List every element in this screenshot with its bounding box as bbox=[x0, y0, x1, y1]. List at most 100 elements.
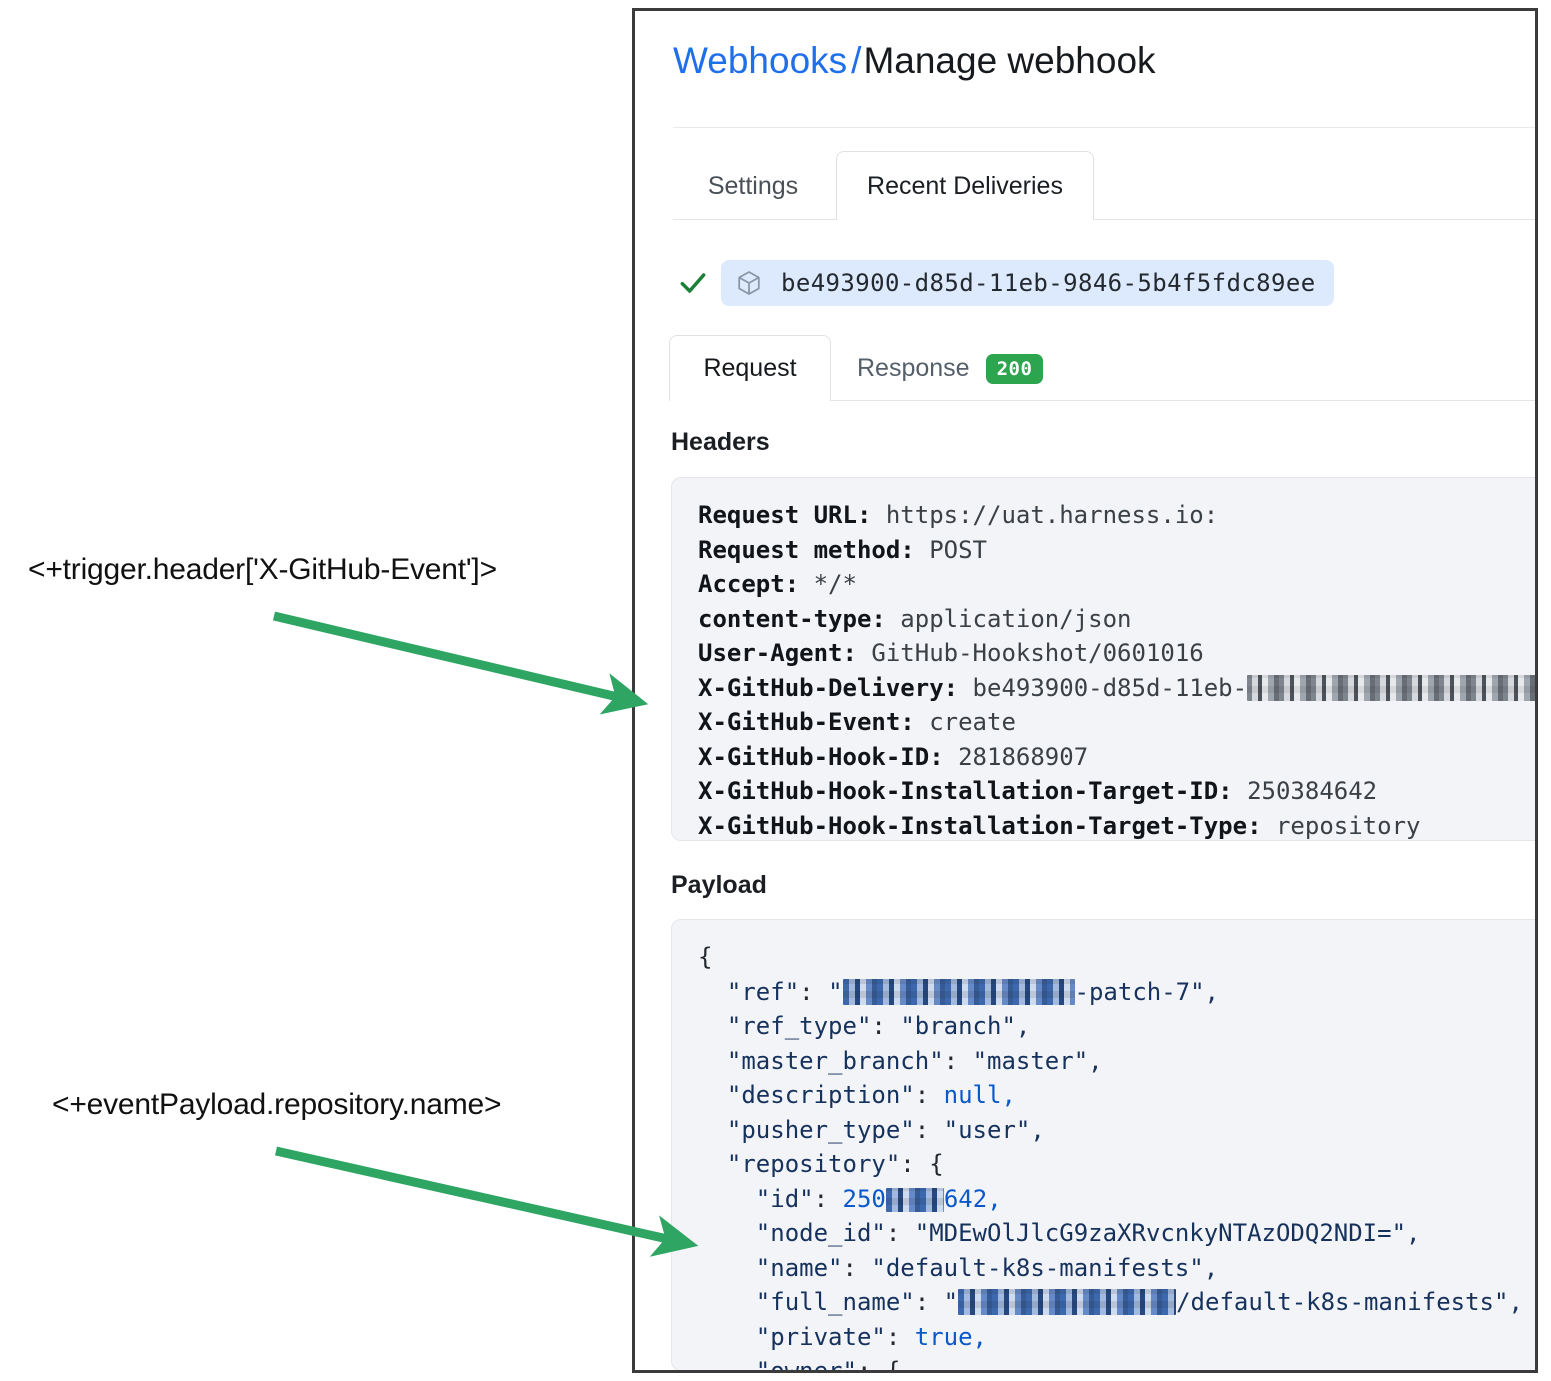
header-line: X-GitHub-Delivery: be493900-d85d-11eb- bbox=[698, 671, 1535, 706]
header-line: Accept: */* bbox=[698, 567, 1535, 602]
payload-line: "name": "default-k8s-manifests", bbox=[755, 1253, 1219, 1282]
payload-key: "master_branch" bbox=[726, 1046, 944, 1075]
payload-key: "full_name" bbox=[755, 1288, 915, 1316]
tab-recent-deliveries[interactable]: Recent Deliveries bbox=[836, 151, 1094, 221]
header-value: application/json bbox=[900, 604, 1132, 633]
status-badge: 200 bbox=[985, 353, 1044, 384]
annotation-arrow-trigger-header bbox=[272, 611, 649, 715]
breadcrumb: Webhooks/Manage webhook bbox=[673, 39, 1156, 83]
payload-code-box: { "ref": "-patch-7", "ref_type": "branch… bbox=[671, 919, 1535, 1371]
header-line: X-GitHub-Event: create bbox=[698, 705, 1535, 740]
redacted-username bbox=[842, 978, 1075, 1005]
header-key: Request URL: bbox=[698, 501, 872, 529]
header-key: X-GitHub-Hook-Installation-Target-ID: bbox=[698, 777, 1233, 805]
redacted-delivery-id bbox=[1247, 674, 1535, 701]
request-response-tabbar: Request Response 200 bbox=[669, 335, 1535, 402]
payload-line: { bbox=[698, 940, 1535, 975]
payload-section-title: Payload bbox=[671, 871, 767, 899]
payload-value-prefix: " bbox=[828, 977, 843, 1006]
payload-value-suffix: -patch-7", bbox=[1074, 977, 1220, 1006]
payload-value: "user", bbox=[943, 1115, 1045, 1144]
payload-line: "description": null, bbox=[726, 1081, 1016, 1109]
header-value: 250384642 bbox=[1247, 777, 1378, 805]
payload-line: "repository": { bbox=[726, 1150, 944, 1178]
payload-value: null, bbox=[943, 1081, 1016, 1109]
header-line: X-GitHub-Hook-ID: 281868907 bbox=[698, 740, 1535, 775]
payload-value: { bbox=[885, 1357, 901, 1371]
webhook-panel: Webhooks/Manage webhook Settings Recent … bbox=[632, 8, 1538, 1373]
header-key: content-type: bbox=[698, 604, 886, 633]
primary-tabbar: Settings Recent Deliveries bbox=[673, 151, 1535, 221]
payload-key: "node_id" bbox=[755, 1219, 886, 1247]
header-key: User-Agent: bbox=[698, 639, 857, 667]
header-value: repository bbox=[1275, 811, 1421, 840]
tab-response[interactable]: Response 200 bbox=[834, 335, 1066, 401]
headers-code-box: Request URL: https://uat.harness.io: Req… bbox=[671, 477, 1535, 841]
header-key: X-GitHub-Hook-ID: bbox=[698, 742, 944, 771]
header-line: Request method: POST bbox=[698, 533, 1535, 568]
payload-value: true, bbox=[914, 1322, 987, 1351]
header-key: X-GitHub-Event: bbox=[698, 708, 915, 736]
breadcrumb-separator: / bbox=[851, 40, 862, 81]
payload-value: "branch", bbox=[900, 1012, 1031, 1040]
redacted-repo-id bbox=[885, 1187, 944, 1212]
payload-line: "pusher_type": "user", bbox=[726, 1115, 1045, 1144]
tab-request[interactable]: Request bbox=[669, 335, 831, 402]
payload-line: "node_id": "MDEwOlJlcG9zaXRvcnkyNTAzODQ2… bbox=[755, 1219, 1421, 1247]
payload-key: "repository" bbox=[726, 1150, 901, 1178]
cube-icon bbox=[735, 269, 763, 297]
payload-value: "MDEwOlJlcG9zaXRvcnkyNTAzODQ2NDI=", bbox=[914, 1219, 1421, 1247]
delivery-pill[interactable]: be493900-d85d-11eb-9846-5b4f5fdc89ee bbox=[721, 260, 1334, 306]
header-value: POST bbox=[929, 535, 987, 564]
breadcrumb-link-webhooks[interactable]: Webhooks bbox=[673, 40, 848, 81]
header-line: X-GitHub-Hook-Installation-Target-ID: 25… bbox=[698, 774, 1535, 809]
payload-value-prefix: " bbox=[943, 1288, 959, 1316]
header-line: content-type: application/json bbox=[698, 602, 1535, 637]
header-key: Request method: bbox=[698, 535, 915, 564]
tab-response-label: Response bbox=[857, 354, 970, 382]
header-key: X-GitHub-Delivery: bbox=[698, 673, 959, 702]
header-value: 281868907 bbox=[958, 742, 1089, 771]
tabbar-underline bbox=[673, 219, 1535, 220]
payload-value: "default-k8s-manifests", bbox=[871, 1253, 1219, 1282]
check-icon bbox=[675, 265, 711, 301]
panel-content: Webhooks/Manage webhook Settings Recent … bbox=[635, 11, 1535, 1371]
delivery-id: be493900-d85d-11eb-9846-5b4f5fdc89ee bbox=[781, 269, 1316, 297]
header-key: X-GitHub-Hook-Installation-Target-Type: bbox=[698, 811, 1262, 840]
payload-key: "name" bbox=[755, 1253, 843, 1282]
payload-key: "pusher_type" bbox=[726, 1115, 915, 1144]
redacted-owner bbox=[958, 1289, 1177, 1315]
payload-key: "description" bbox=[726, 1081, 915, 1109]
header-divider bbox=[673, 127, 1535, 128]
payload-line: "ref_type": "branch", bbox=[726, 1012, 1031, 1040]
page-title: Manage webhook bbox=[863, 40, 1156, 81]
subtabbar-underline bbox=[669, 400, 1535, 401]
payload-line: "ref": "-patch-7", bbox=[726, 977, 1220, 1006]
header-line: User-Agent: GitHub-Hookshot/0601016 bbox=[698, 636, 1535, 671]
annotation-label-trigger-header: <+trigger.header['X-GitHub-Event']> bbox=[28, 553, 497, 586]
payload-key: "owner" bbox=[755, 1357, 857, 1371]
payload-value-suffix: /default-k8s-manifests", bbox=[1176, 1288, 1523, 1316]
header-value: */* bbox=[813, 570, 857, 598]
tab-settings[interactable]: Settings bbox=[707, 171, 799, 200]
header-key: Accept: bbox=[698, 570, 800, 598]
payload-line: "private": true, bbox=[755, 1322, 987, 1351]
payload-line: "owner": { bbox=[698, 1354, 1535, 1371]
delivery-row[interactable]: be493900-d85d-11eb-9846-5b4f5fdc89ee bbox=[675, 259, 1334, 307]
header-line: X-GitHub-Hook-Installation-Target-Type: … bbox=[698, 809, 1535, 841]
header-value: https://uat.harness.io: bbox=[885, 501, 1219, 529]
payload-line: "master_branch": "master", bbox=[726, 1046, 1103, 1075]
header-value: GitHub-Hookshot/0601016 bbox=[871, 639, 1204, 667]
payload-value: { bbox=[929, 1150, 944, 1178]
payload-open-brace: { bbox=[698, 943, 713, 971]
payload-key: "ref_type" bbox=[726, 1012, 872, 1040]
payload-key: "private" bbox=[755, 1322, 886, 1351]
header-value: create bbox=[929, 708, 1016, 736]
header-value: be493900-d85d-11eb- bbox=[972, 673, 1248, 702]
payload-value-suffix: 642, bbox=[943, 1184, 1002, 1213]
header-line: Request URL: https://uat.harness.io: bbox=[698, 498, 1535, 533]
annotation-label-event-payload: <+eventPayload.repository.name> bbox=[52, 1088, 502, 1121]
headers-section-title: Headers bbox=[671, 428, 770, 456]
payload-value-prefix: 250 bbox=[842, 1184, 886, 1213]
